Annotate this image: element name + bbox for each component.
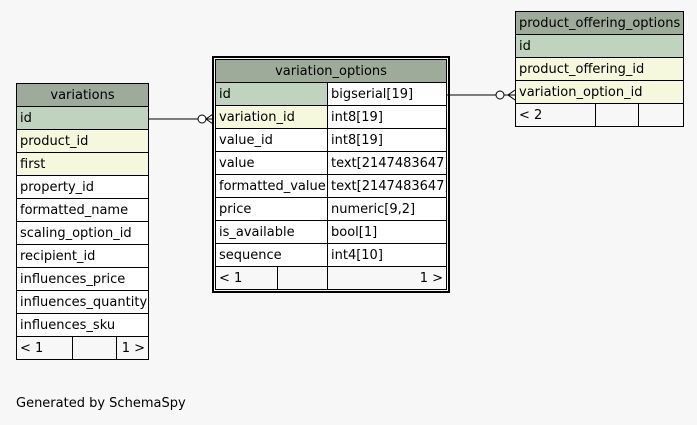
column-type: text[2147483647] [327, 174, 447, 198]
column-row: variation_option_id [514, 80, 685, 104]
column-row: first [15, 152, 150, 176]
nav-spacer [72, 336, 117, 360]
table-title[interactable]: variation_options [215, 59, 447, 83]
column-name: is_available [215, 220, 328, 244]
column-row: scaling_option_id [15, 221, 150, 245]
nav-spacer [595, 103, 639, 127]
column-type: text[2147483647] [327, 151, 447, 175]
column-row: id [514, 34, 685, 58]
optional-circle-icon [197, 114, 207, 124]
column-name: price [215, 197, 328, 221]
column-type: bool[1] [327, 220, 447, 244]
column-type: int8[19] [327, 128, 447, 152]
column-name: id [215, 82, 328, 106]
nav-spacer [277, 266, 328, 290]
column-name: formatted_value [215, 174, 328, 198]
column-row: formatted_name [15, 198, 150, 222]
column-row: influences_sku [15, 313, 150, 337]
nav-spacer [637, 103, 685, 127]
footer-text: Generated by SchemaSpy [16, 396, 186, 411]
column-type: int4[10] [327, 243, 447, 267]
column-name: value_id [215, 128, 328, 152]
crowfoot-icon [205, 113, 214, 120]
table-title[interactable]: variations [15, 83, 150, 107]
column-row: recipient_id [15, 244, 150, 268]
column-type: int8[19] [327, 105, 447, 129]
parents-link[interactable]: < 2 [515, 103, 596, 127]
optional-circle-icon [495, 90, 505, 100]
parents-link[interactable]: < 1 [215, 266, 278, 290]
column-name: variation_id [215, 105, 328, 129]
column-row: product_id [15, 129, 150, 153]
column-row: property_id [15, 175, 150, 199]
children-link[interactable]: 1 > [327, 266, 447, 290]
column-row: influences_quantity [15, 290, 150, 314]
column-type: numeric[9,2] [327, 197, 447, 221]
column-row: product_offering_id [514, 57, 685, 81]
column-type: bigserial[19] [327, 82, 447, 106]
crowfoot-icon [507, 89, 516, 96]
parents-link[interactable]: < 1 [16, 336, 73, 360]
variations-table: variations id product_id first property_… [15, 83, 150, 360]
table-title[interactable]: product_offering_options [514, 11, 685, 35]
column-name: sequence [215, 243, 328, 267]
column-row: influences_price [15, 267, 150, 291]
product-offering-options-table: product_offering_options id product_offe… [514, 11, 685, 127]
column-row: id [15, 106, 150, 130]
column-name: value [215, 151, 328, 175]
children-link[interactable]: 1 > [115, 336, 150, 360]
